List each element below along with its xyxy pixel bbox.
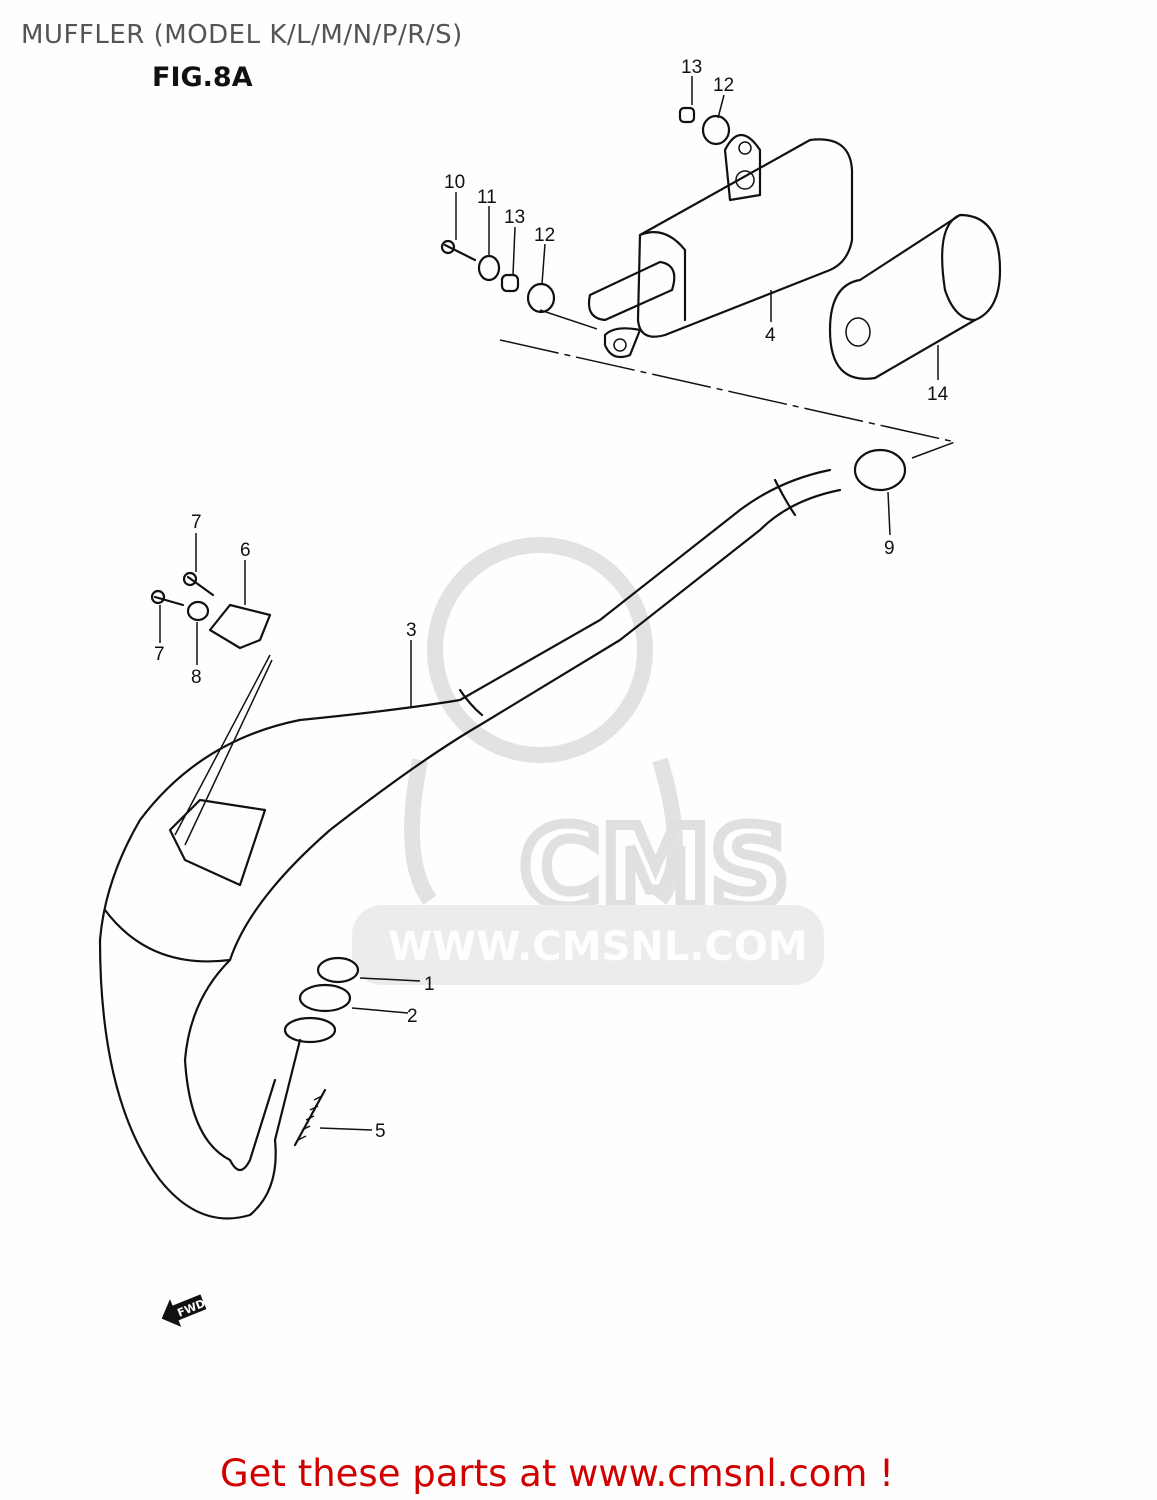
fwd-arrow-icon: FWD (161, 1294, 208, 1327)
callout-12: 12 (534, 225, 555, 246)
callout-14: 14 (927, 384, 949, 405)
callout-4: 4 (765, 325, 776, 346)
insulator-part-14[interactable] (828, 213, 1002, 380)
callout-12: 12 (713, 75, 734, 96)
callout-5: 5 (375, 1121, 386, 1142)
callout-1: 1 (424, 974, 435, 995)
watermark-logo: CMS WWW.CMSNL.COM (352, 537, 824, 985)
callout-6: 6 (240, 540, 251, 561)
footer-promo-link[interactable]: Get these parts at www.cmsnl.com ! (220, 1452, 895, 1495)
exhaust-chamber-part-3[interactable] (98, 468, 842, 1220)
callout-3: 3 (406, 620, 417, 641)
svg-text:WWW.CMSNL.COM: WWW.CMSNL.COM (388, 924, 808, 970)
callout-11: 11 (477, 187, 497, 208)
callout-13: 13 (681, 57, 702, 78)
small-hardware[interactable] (150, 106, 907, 1147)
muffler-part-4[interactable] (587, 133, 854, 359)
figure-number: FIG.8A (152, 62, 253, 93)
svg-text:FWD: FWD (176, 1297, 208, 1320)
callout-10: 10 (444, 172, 465, 193)
reference-line (499, 309, 958, 459)
callout-13: 13 (504, 207, 525, 228)
diagram-title: MUFFLER (MODEL K/L/M/N/P/R/S) (21, 20, 463, 50)
callout-8: 8 (191, 667, 202, 688)
callout-labels: 13 12 10 11 13 12 4 14 9 7 6 7 8 3 1 2 5 (154, 57, 949, 1142)
callout-2: 2 (407, 1006, 418, 1027)
callout-7: 7 (154, 644, 165, 665)
callout-9: 9 (884, 538, 895, 559)
reference-line-bracket (174, 654, 273, 846)
leader-lines (159, 76, 939, 1131)
callout-7: 7 (191, 512, 202, 533)
